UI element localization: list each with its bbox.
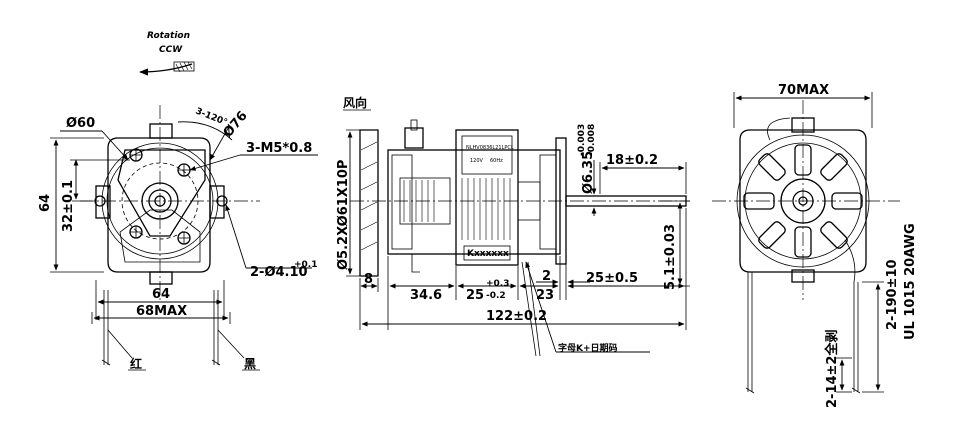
brand-label <box>463 245 511 261</box>
rear-blade <box>794 226 812 258</box>
marking-note: 字母K+日期码 <box>558 342 618 354</box>
rear-blade <box>758 153 786 181</box>
fan-spec-dim: Ø5.2XØ61X10P <box>336 160 351 270</box>
rear-blade <box>743 192 775 210</box>
max-width-dim: 68MAX <box>136 304 187 319</box>
rotation-arrow-icon <box>139 63 193 76</box>
shaft-length-dim: 18±0.2 <box>606 153 658 168</box>
mount-hole <box>216 195 228 207</box>
mount-hole <box>94 195 106 207</box>
fan-direction-label: 风向 <box>343 95 367 110</box>
screw-boss <box>129 225 143 239</box>
stack-tol-lower: -0.2 <box>486 291 506 301</box>
dim-a: 34.6 <box>410 288 442 303</box>
nameplate-frequency: 60Hz <box>490 158 503 164</box>
lead-length-dim: 2-190±10 <box>885 259 900 330</box>
stack-dim: 25 <box>466 288 484 303</box>
strip-length-dim: 2-14±2全剥 <box>824 330 840 408</box>
mount-holes-dim: 2-Ø4.10 <box>250 265 308 280</box>
rotation-direction: CCW <box>159 45 183 55</box>
shaft-offset-dim: 5.1±0.03 <box>663 224 678 290</box>
rotation-title: Rotation <box>147 31 190 41</box>
nameplate-model: NLHV0836L21LPCL <box>466 145 514 151</box>
shaft-dia-dim: Ø6.35 <box>581 151 596 194</box>
rear-blade <box>794 144 812 176</box>
mount-holes-tol: +0.1 <box>294 260 317 270</box>
lead-black-label: 黑 <box>244 357 256 371</box>
stack-tol-upper: +0.3 <box>486 279 509 289</box>
rear-blade <box>820 153 848 181</box>
screw-angle-dim: 3-120° <box>194 107 229 129</box>
motor-frame <box>387 149 561 255</box>
nameplate-voltage: 120V <box>470 158 484 164</box>
screw-pcd-dim: Ø76 <box>221 109 251 141</box>
total-length-dim: 122±0.2 <box>486 309 547 324</box>
hole-offset-dim: 32±0.1 <box>61 180 76 232</box>
rotation-indicator: Rotation CCW <box>139 31 195 76</box>
dim-b: 23 <box>536 288 554 303</box>
shaft-tol-lower: -0.008 <box>587 124 597 156</box>
rear-view: 70MAX 2-190±10 UL 1015 20AWG 2-14±2全剥 <box>712 83 918 408</box>
side-view: 风向 <box>336 95 690 357</box>
dim-c: 2 <box>542 269 551 284</box>
shaft-tol-upper: -0.003 <box>577 124 587 156</box>
screw-spec-dim: 3-M5*0.8 <box>246 141 312 156</box>
stator-stack <box>455 129 519 266</box>
height-dim: 64 <box>38 194 53 212</box>
dim-d: 25±0.5 <box>586 271 638 286</box>
lead-red-label: 红 <box>130 356 142 371</box>
screw-boss <box>129 148 143 162</box>
outer-dia-dim: Ø60 <box>66 116 95 131</box>
rear-blade <box>820 221 848 249</box>
screw-boss <box>177 163 191 177</box>
front-view: 红 黑 Ø60 64 32±0.1 3-120° Ø76 3-M5*0.8 2-… <box>38 105 318 371</box>
rear-blade <box>831 192 863 210</box>
screw-boss <box>177 231 191 245</box>
rear-blade <box>758 221 786 249</box>
fan-thickness-dim: 8 <box>364 272 373 287</box>
rear-max-width-dim: 70MAX <box>778 83 829 98</box>
brand-text: Kxxxxxx <box>467 249 509 259</box>
nameplate <box>461 135 513 175</box>
wire-spec: UL 1015 20AWG <box>903 223 918 340</box>
width-dim: 64 <box>152 287 170 302</box>
